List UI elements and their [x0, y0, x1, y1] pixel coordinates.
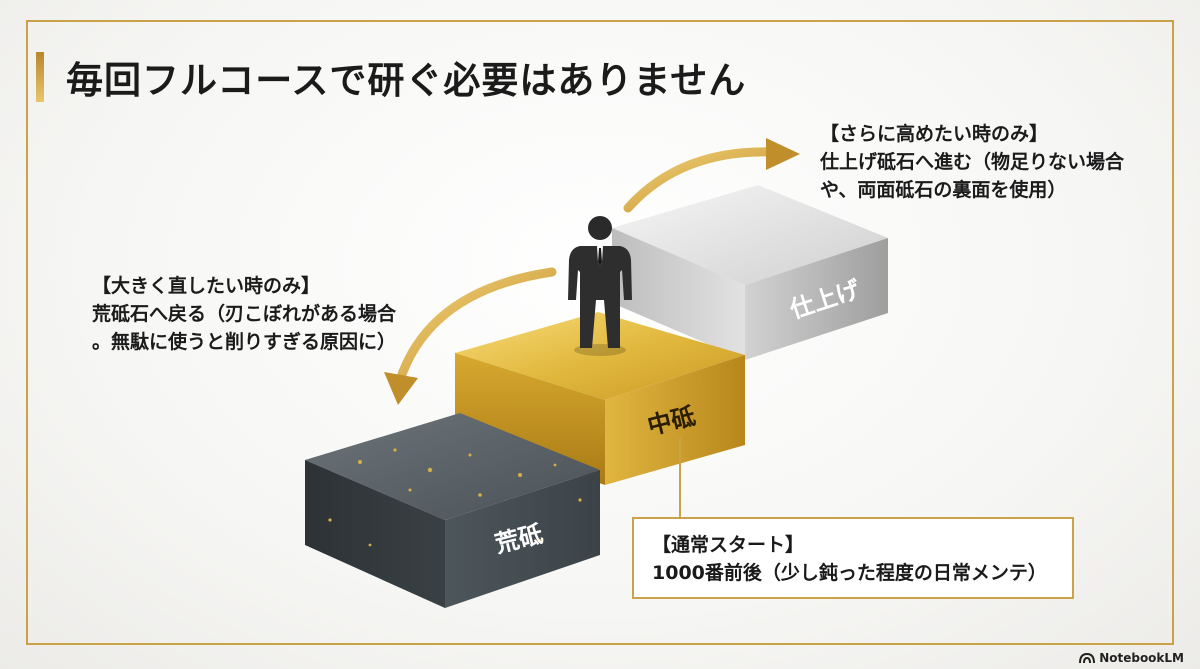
slide-frame — [26, 20, 1174, 645]
note-finish-line2: や、両面砥石の裏面を使用） — [820, 179, 1067, 201]
callout-normal-start: 【通常スタート】 1000番前後（少し鈍った程度の日常メンテ） — [632, 517, 1074, 599]
person-icon — [568, 216, 632, 356]
medium-stone-block: 中砥 — [455, 312, 745, 485]
brand-mark: NotebookLM — [1079, 651, 1184, 665]
brand-label: NotebookLM — [1099, 651, 1184, 665]
arrow-right-curve-icon — [623, 138, 800, 213]
finish-stone-block: 仕上げ — [612, 185, 888, 360]
note-rough-heading: 【大きく直したい時のみ】 — [92, 275, 321, 297]
title-accent-bar — [36, 52, 44, 102]
note-rough-line1: 荒砥石へ戻る（刃こぼれがある場合 — [92, 303, 397, 325]
note-finish-line1: 仕上げ砥石へ進む（物足りない場合 — [820, 151, 1125, 173]
note-rough: 【大きく直したい時のみ】 荒砥石へ戻る（刃こぼれがある場合 。無駄に使うと削りす… — [92, 272, 396, 356]
slide-title: 毎回フルコースで研ぐ必要はありません — [66, 58, 747, 102]
callout-line1: 1000番前後（少し鈍った程度の日常メンテ） — [652, 562, 1047, 584]
gold-flecks — [328, 448, 582, 547]
note-finish-heading: 【さらに高めたい時のみ】 — [820, 123, 1049, 145]
rough-stone-block: 荒砥 — [305, 413, 600, 608]
note-rough-line2: 。無駄に使うと削りすぎる原因に） — [92, 331, 397, 353]
note-finish: 【さらに高めたい時のみ】 仕上げ砥石へ進む（物足りない場合 や、両面砥石の裏面を… — [820, 120, 1124, 204]
notebooklm-logo-icon — [1079, 652, 1096, 664]
arrow-left-curve-icon — [384, 267, 557, 405]
callout-heading: 【通常スタート】 — [652, 534, 805, 556]
